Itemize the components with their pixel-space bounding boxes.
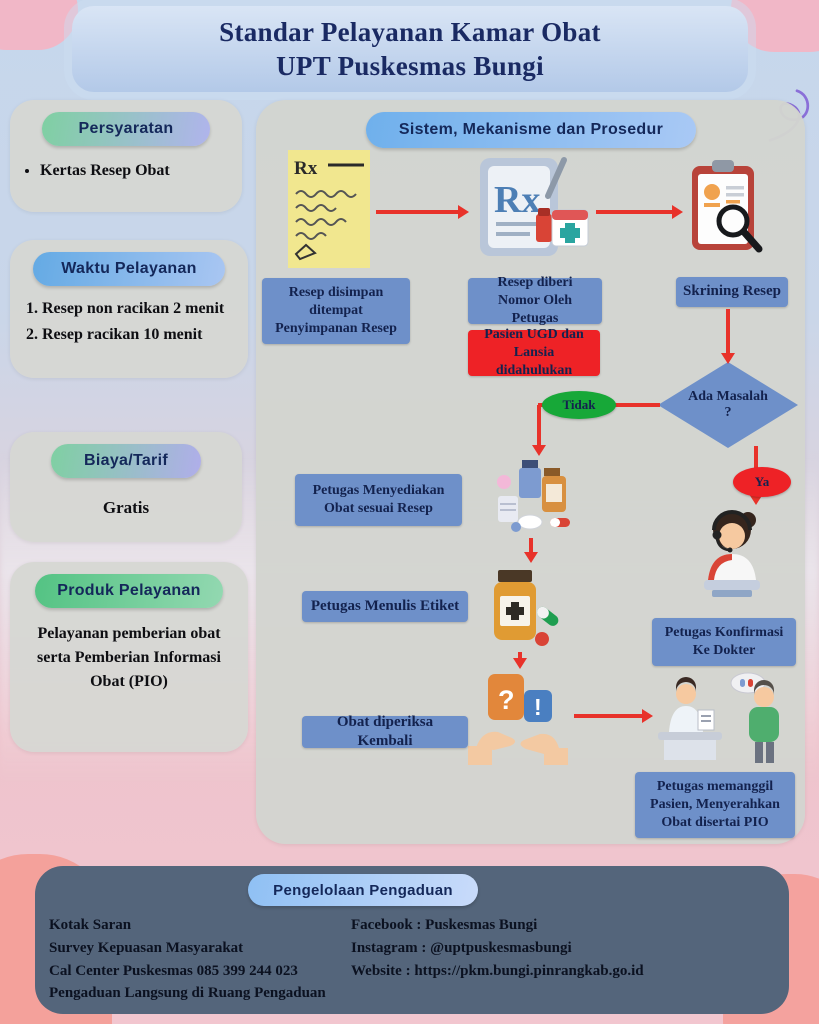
prescription-note-icon: Rx [288,150,370,268]
poster-title-line2: UPT Puskesmas Bungi [276,50,544,81]
hands-checking-icon: ? ! [468,674,568,765]
flow-heading: Sistem, Mekanisme dan Prosedur [366,112,696,148]
svg-text:!: ! [534,694,542,720]
procedure-flow-panel: Sistem, Mekanisme dan Prosedur Rx Rx [256,100,805,844]
pill-bottle-icon [494,570,559,646]
complaint-instagram: Instagram : @uptpuskesmasbungi [351,939,572,956]
persyaratan-card: Persyaratan Kertas Resep Obat [10,100,242,212]
biaya-value: Gratis [102,498,150,517]
poster-title-line1: Standar Pelayanan Kamar Obat [219,16,601,47]
complaint-social: Facebook : Puskesmas Bungi Instagram : @… [351,914,781,1005]
persyaratan-item: Kertas Resep Obat [40,162,242,180]
pharmacy-rx-icon: Rx [480,157,589,256]
ya-badge: Ya [733,467,791,497]
arrow-skrining-to-decision [721,309,735,364]
complaint-columns: Kotak Saran Survey Kepuasan Masyarakat C… [49,914,781,1005]
step-skrining-label: Skrining Resep [676,277,788,307]
svg-text:Rx: Rx [294,158,318,179]
waktu-pelayanan-heading: Waktu Pelayanan [33,252,225,286]
step-konfirmasi-label: Petugas Konfirmasi Ke Dokter [652,618,796,666]
step-simpan-label: Resep disimpan ditempat Penyimpanan Rese… [262,278,410,344]
arrow-check-to-handover [574,709,653,723]
step-prioritas-label: Pasien UGD dan Lansia didahulukan [468,327,600,378]
complaint-panel: Pengelolaan Pengaduan Kotak Saran Survey… [35,866,789,1014]
complaint-website: Website : https://pkm.bungi.pinrangkab.g… [351,962,644,979]
complaint-heading: Pengelolaan Pengaduan [248,874,478,906]
waktu-item-2: Resep racikan 10 menit [42,324,240,346]
tidak-badge: Tidak [542,391,616,419]
clipboard-magnifier-icon [692,160,763,253]
step-etiket-label: Petugas Menulis Etiket [302,591,468,622]
waktu-item-1: Resep non racikan 2 menit [42,298,240,320]
produk-pelayanan-heading: Produk Pelayanan [35,574,223,608]
waktu-pelayanan-card: Waktu Pelayanan Resep non racikan 2 meni… [10,240,248,378]
produk-value: Pelayanan pemberian obat serta Pemberian… [37,625,221,690]
step-serahkan-label: Petugas memanggil Pasien, Menyerahkan Ob… [635,772,795,838]
operator-headset-icon [704,510,760,597]
persyaratan-list: Kertas Resep Obat [40,162,242,180]
arrow-medicines-to-bottle [524,538,538,563]
persyaratan-heading: Persyaratan [42,112,210,146]
step-periksa-label: Obat diperiksa Kembali [302,714,468,749]
step-sediakan-label: Petugas Menyediakan Obat sesuai Resep [295,474,462,526]
arrow-tidak-to-medicines [532,405,546,456]
arrow-bottle-to-check [513,652,527,669]
svg-text:?: ? [498,685,515,715]
corner-blob-top-left [0,0,78,50]
medicines-icon [497,460,570,532]
complaint-langsung: Pengaduan Langsung di Ruang Pengaduan [49,985,326,1002]
arrow-note-to-pharmacy [376,205,469,219]
decision-diamond: Ada Masalah ? [658,362,798,448]
complaint-survey: Survey Kepuasan Masyarakat [49,939,244,956]
complaint-kotak-saran: Kotak Saran [49,917,132,933]
complaint-call-center: Cal Center Puskesmas 085 399 244 023 [49,962,298,979]
biaya-tarif-heading: Biaya/Tarif [51,444,201,478]
arrow-pharmacy-to-skrining [596,205,683,219]
biaya-tarif-card: Biaya/Tarif Gratis [10,432,242,542]
complaint-facebook: Facebook : Puskesmas Bungi [351,917,538,933]
waktu-pelayanan-list: Resep non racikan 2 menit Resep racikan … [42,298,240,345]
complaint-channels: Kotak Saran Survey Kepuasan Masyarakat C… [49,914,351,1005]
title-banner: Standar Pelayanan Kamar Obat UPT Puskesm… [72,6,748,92]
step-nomor-label: Resep diberi Nomor Oleh Petugas [468,275,602,326]
svg-text:Rx: Rx [494,179,540,221]
handover-patient-icon [658,672,779,763]
produk-pelayanan-card: Produk Pelayanan Pelayanan pemberian oba… [10,562,248,752]
